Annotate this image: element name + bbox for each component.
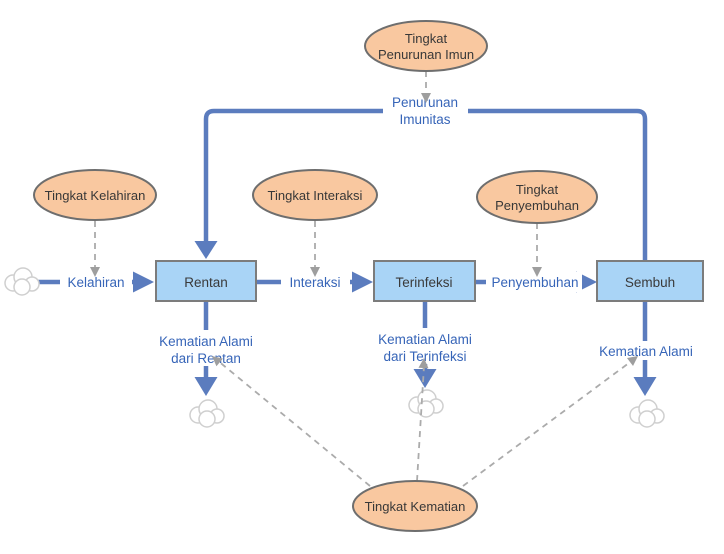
flow-label-kelahiran-bg: [60, 272, 132, 292]
flow-kematian-terinfeksi-arrowhead: [413, 369, 437, 388]
aux-tingkat-penyembuhan[interactable]: Tingkat Penyembuhan: [476, 170, 598, 224]
aux-tingkat-kelahiran-ellipse: [33, 169, 157, 221]
stock-sembuh-rect: [596, 260, 704, 302]
aux-tingkat-penyembuhan-line1: Tingkat: [516, 182, 559, 197]
stock-terinfeksi-rect: [373, 260, 476, 302]
flow-label-interaksi-text: Interaksi: [289, 275, 340, 290]
flow-kematian-sembuh-pipe: [633, 301, 657, 396]
connector-tingkat-penurunan-imun-to-penurunan-imunitas: [421, 71, 431, 103]
stock-terinfeksi-label: Terinfeksi: [395, 275, 452, 290]
flow-label-kematian-terinfeksi-bg: [371, 328, 479, 364]
flow-kematian-sembuh-arrowhead: [633, 377, 657, 396]
flow-kematian-rentan-arrowhead: [194, 377, 218, 396]
connector-line: [462, 359, 634, 487]
cloud-source-kelahiran[interactable]: [4, 267, 40, 296]
stock-terinfeksi[interactable]: Terinfeksi: [373, 260, 476, 302]
flow-label-kematian-rentan-line2: dari Rentan: [171, 351, 241, 366]
flow-label-kelahiran-text: Kelahiran: [67, 275, 124, 290]
cloud-puff: [13, 278, 31, 296]
connector-arrowhead: [627, 356, 638, 367]
flow-label-penurunan-imunitas-line1: Penurunan: [392, 95, 458, 110]
connector-arrowhead: [310, 267, 320, 277]
connector-tingkat-penyembuhan-to-penyembuhan: [532, 223, 542, 277]
flow-interaksi-arrowhead: [352, 271, 373, 293]
aux-tingkat-penyembuhan-line2: Penyembuhan: [495, 198, 579, 213]
aux-tingkat-interaksi-label: Tingkat Interaksi: [268, 188, 363, 203]
flow-label-kematian-sembuh[interactable]: Kematian Alami: [593, 341, 699, 360]
cloud-sink-sembuh[interactable]: [629, 399, 665, 428]
connector-arrowhead: [212, 356, 223, 367]
flow-label-interaksi-bg: [281, 272, 350, 292]
cloud-puff: [198, 410, 216, 428]
connector-arrowhead: [418, 358, 429, 369]
flow-label-kematian-rentan[interactable]: Kematian Alami dari Rentan: [150, 330, 262, 366]
flow-label-kematian-sembuh-text: Kematian Alami: [599, 344, 693, 359]
aux-tingkat-penyembuhan-ellipse: [476, 170, 598, 224]
flow-label-penurunan-imunitas[interactable]: Penurunan Imunitas: [383, 94, 468, 129]
connector-tingkat-kelahiran-to-kelahiran: [90, 221, 100, 277]
flow-label-kematian-terinfeksi-line2: dari Terinfeksi: [383, 349, 466, 364]
flow-label-interaksi[interactable]: Interaksi: [281, 272, 350, 292]
aux-tingkat-kematian[interactable]: Tingkat Kematian: [352, 480, 478, 532]
aux-tingkat-penurunan-imun-line2: Penurunan Imun: [378, 47, 474, 62]
stock-rentan-label: Rentan: [184, 275, 228, 290]
aux-tingkat-kelahiran[interactable]: Tingkat Kelahiran: [33, 169, 157, 221]
flow-kelahiran-arrowhead: [133, 271, 154, 293]
connector-line: [216, 359, 371, 487]
cloud-sink-rentan[interactable]: [189, 399, 225, 428]
flow-label-kelahiran[interactable]: Kelahiran: [60, 272, 132, 292]
stock-sembuh[interactable]: Sembuh: [596, 260, 704, 302]
connector-arrowhead: [90, 267, 100, 277]
aux-tingkat-interaksi-ellipse: [252, 169, 378, 221]
flow-label-penyembuhan[interactable]: Penyembuhan: [486, 272, 582, 292]
flow-label-penurunan-imunitas-line2: Imunitas: [399, 112, 450, 127]
stock-rentan[interactable]: Rentan: [155, 260, 257, 302]
connector-arrowhead: [532, 267, 542, 277]
flow-penurunan-imunitas-arrowhead: [194, 241, 218, 259]
cloud-puff: [638, 410, 656, 428]
flow-label-penyembuhan-bg: [486, 272, 582, 292]
connector-arrowhead: [421, 93, 431, 103]
aux-tingkat-penurunan-imun-line1: Tingkat: [405, 31, 448, 46]
stock-rentan-rect: [155, 260, 257, 302]
aux-tingkat-kematian-label: Tingkat Kematian: [365, 499, 466, 514]
aux-tingkat-kelahiran-label: Tingkat Kelahiran: [45, 188, 146, 203]
connector-line: [416, 365, 425, 482]
flow-label-penyembuhan-text: Penyembuhan: [491, 275, 578, 290]
connector-tingkat-kematian-to-kematian-sembuh: [462, 356, 638, 487]
aux-tingkat-penurunan-imun[interactable]: Tingkat Penurunan Imun: [364, 20, 488, 72]
connector-tingkat-kematian-to-kematian-terinfeksi: [416, 358, 429, 482]
flow-label-kematian-sembuh-bg: [593, 341, 699, 360]
flow-label-kematian-terinfeksi[interactable]: Kematian Alami dari Terinfeksi: [371, 328, 479, 364]
flow-label-kematian-terinfeksi-line1: Kematian Alami: [378, 332, 472, 347]
aux-tingkat-kematian-ellipse: [352, 480, 478, 532]
cloud-sink-terinfeksi[interactable]: [408, 389, 444, 418]
aux-tingkat-interaksi[interactable]: Tingkat Interaksi: [252, 169, 378, 221]
connector-tingkat-interaksi-to-interaksi: [310, 221, 320, 277]
flow-label-kematian-rentan-bg: [150, 330, 262, 366]
stock-sembuh-label: Sembuh: [625, 275, 675, 290]
aux-tingkat-penurunan-imun-ellipse: [364, 20, 488, 72]
connector-tingkat-kematian-to-kematian-rentan: [212, 356, 371, 487]
flow-label-kematian-rentan-line1: Kematian Alami: [159, 334, 253, 349]
